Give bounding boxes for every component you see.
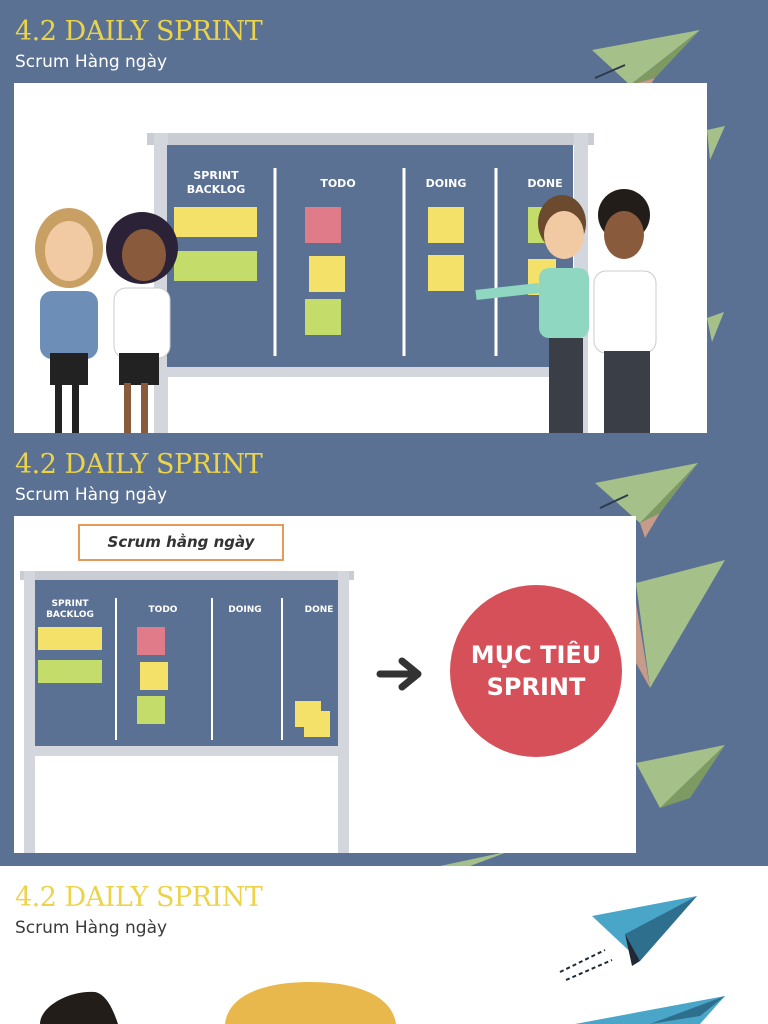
sticky-note xyxy=(304,711,330,737)
paper-plane-icon xyxy=(575,996,725,1024)
scrum-board: SPRINT BACKLOG TODO DOING DONE xyxy=(20,571,354,853)
column-header-todo: TODO xyxy=(320,177,355,190)
slide-title: 4.2 DAILY SPRINT xyxy=(15,449,263,480)
paper-plane-icon xyxy=(440,851,510,866)
slide-3: 4.2 DAILY SPRINT Scrum Hàng ngày xyxy=(0,866,768,1024)
paper-plane-icon xyxy=(595,463,698,538)
slide-title: 4.2 DAILY SPRINT xyxy=(15,882,263,913)
sticky-note xyxy=(305,207,341,243)
sticky-note xyxy=(137,627,165,655)
sticky-note xyxy=(305,299,341,335)
arrow-right-icon xyxy=(376,657,422,691)
column-header-sprint: SPRINT xyxy=(51,599,89,609)
column-header-todo: TODO xyxy=(149,605,178,615)
sticky-note xyxy=(309,256,345,292)
person-illustration xyxy=(40,991,118,1024)
person-illustration xyxy=(593,189,657,433)
column-header-sprint: SPRINT xyxy=(193,169,239,182)
sticky-note xyxy=(428,207,464,243)
sprint-goal-line-2: SPRINT xyxy=(486,673,586,701)
paper-plane-icon xyxy=(559,896,697,981)
column-header-backlog: BACKLOG xyxy=(46,610,94,620)
column-header-done: DONE xyxy=(305,605,334,615)
slide-subtitle: Scrum Hàng ngày xyxy=(15,52,168,72)
person-illustration xyxy=(35,208,103,433)
sticky-note xyxy=(174,251,257,281)
column-header-doing: DOING xyxy=(426,177,467,190)
sticky-note xyxy=(137,696,165,724)
column-header-doing: DOING xyxy=(228,605,261,615)
scrum-board-illustration: SPRINT BACKLOG TODO DOING DONE xyxy=(14,83,707,433)
sticky-note xyxy=(38,660,102,683)
sticky-note xyxy=(428,255,464,291)
paper-plane-icon xyxy=(636,560,725,688)
paper-plane-icon xyxy=(707,126,725,160)
slide-subtitle: Scrum Hàng ngày xyxy=(15,485,168,505)
paper-plane-icon xyxy=(636,745,725,808)
person-illustration xyxy=(475,195,589,433)
scrum-board: SPRINT BACKLOG TODO DOING DONE xyxy=(35,133,657,433)
paper-plane-decoration xyxy=(440,463,725,866)
sticky-note xyxy=(38,627,102,650)
sticky-note xyxy=(174,207,257,237)
slide-1: 4.2 DAILY SPRINT Scrum Hàng ngày SPRINT … xyxy=(0,0,768,433)
person-illustration xyxy=(106,212,178,433)
sprint-goal-circle: MỤC TIÊU SPRINT xyxy=(450,585,622,757)
sun-shape xyxy=(225,982,396,1024)
column-header-backlog: BACKLOG xyxy=(187,183,246,196)
scrum-goal-illustration: Scrum hằng ngày SPRINT BACKLOG TODO DOIN… xyxy=(14,516,636,853)
slide-title: 4.2 DAILY SPRINT xyxy=(15,16,263,47)
sprint-goal-line-1: MỤC TIÊU xyxy=(470,641,602,669)
paper-plane-icon xyxy=(707,312,724,342)
sticky-note xyxy=(140,662,168,690)
column-header-done: DONE xyxy=(527,177,562,190)
slide-subtitle: Scrum Hàng ngày xyxy=(15,918,168,938)
slide-2: 4.2 DAILY SPRINT Scrum Hàng ngày Scrum h… xyxy=(0,433,768,866)
caption-box: Scrum hằng ngày xyxy=(78,524,284,561)
paper-plane-decoration xyxy=(40,896,725,1024)
